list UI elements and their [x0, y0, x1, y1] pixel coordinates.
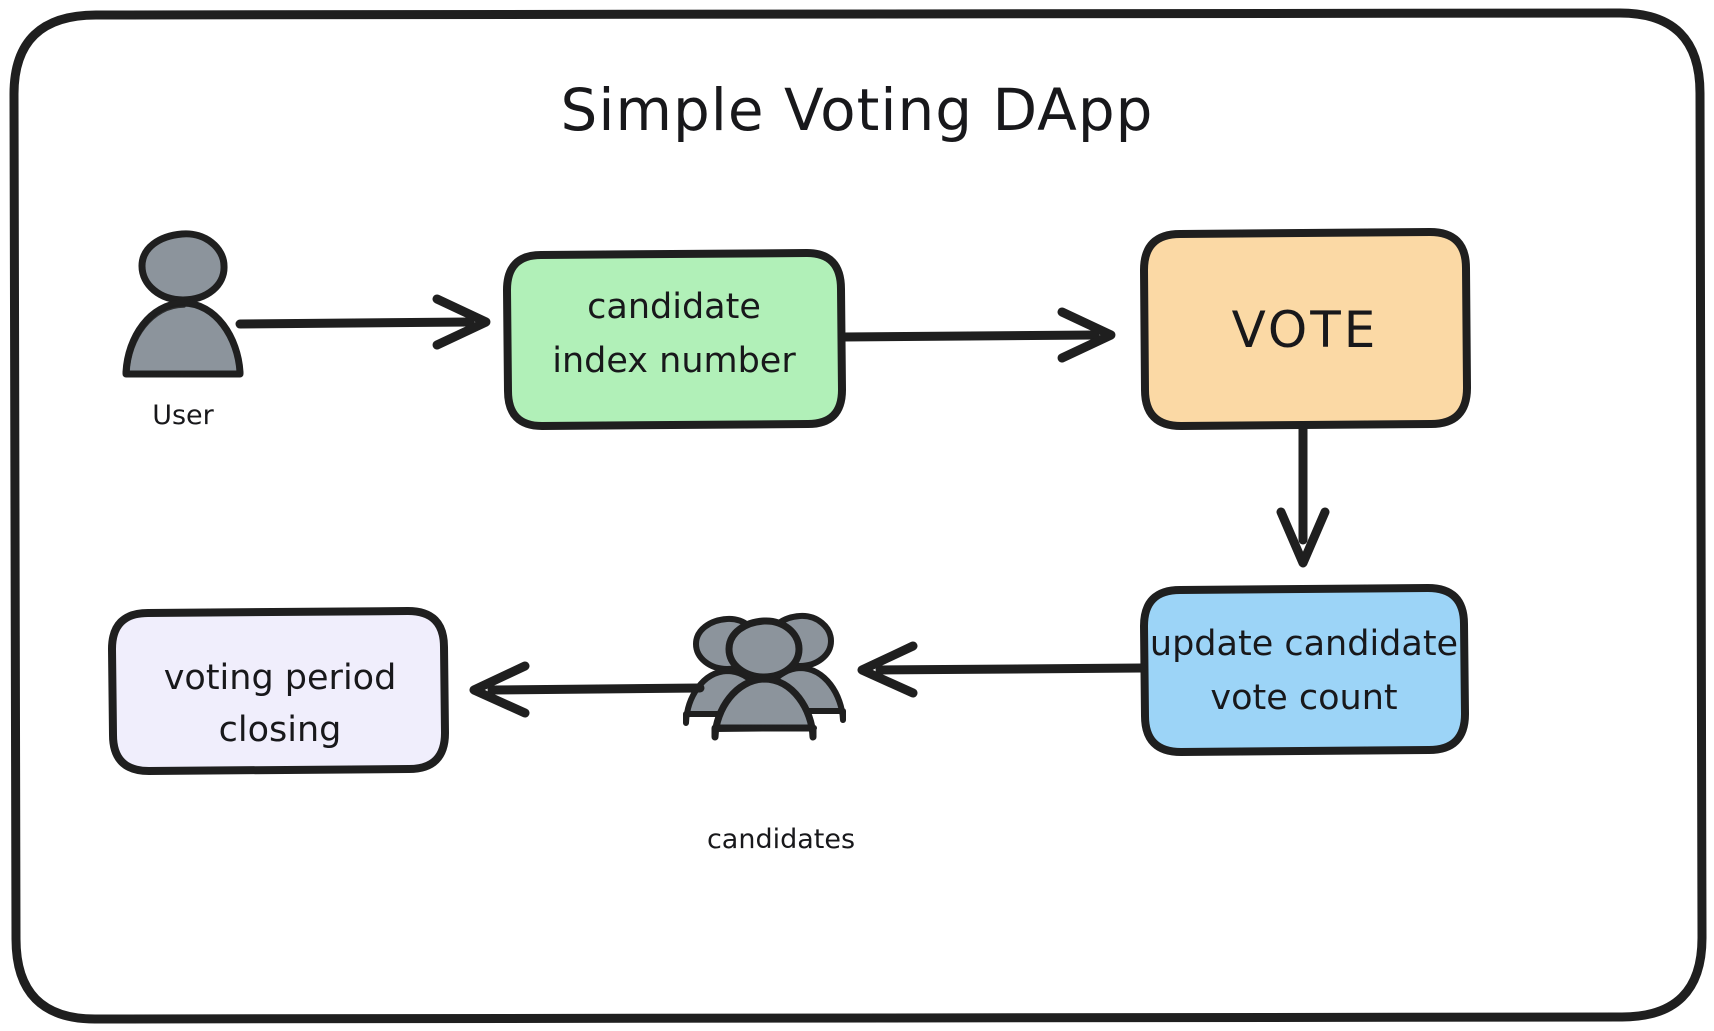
node-voting-period-line2: closing — [219, 710, 342, 750]
node-voting-period-line1: voting period — [164, 658, 397, 698]
node-vote[interactable]: VOTE — [1140, 228, 1471, 430]
people-group-icon — [683, 612, 846, 741]
arrow-vote-to-update-count — [1276, 423, 1330, 568]
user-caption: User — [152, 400, 214, 431]
person-icon — [122, 230, 244, 378]
node-update-vote-count[interactable]: update candidate vote count — [1140, 584, 1469, 756]
page-title-text: Simple Voting DApp — [561, 76, 1154, 144]
node-candidate-index-line1: candidate — [587, 287, 761, 327]
node-vote-label: VOTE — [1232, 301, 1379, 359]
arrow-update-count-to-candidates — [857, 641, 1147, 698]
arrow-user-to-candidate-index — [235, 294, 491, 350]
arrow-candidate-index-to-vote — [838, 307, 1116, 363]
page-title: Simple Voting DApp — [561, 76, 1154, 144]
node-voting-period-closing[interactable]: voting period closing — [108, 607, 449, 775]
candidates-actor: candidates — [683, 612, 855, 855]
user-actor: User — [122, 230, 244, 431]
node-update-vote-count-line1: update candidate — [1150, 624, 1458, 664]
node-candidate-index-line2: index number — [552, 341, 796, 381]
node-update-vote-count-line2: vote count — [1210, 678, 1397, 718]
arrow-candidates-to-voting-period — [469, 661, 705, 718]
node-candidate-index[interactable]: candidate index number — [503, 249, 846, 430]
outer-frame — [9, 8, 1707, 1024]
candidates-caption: candidates — [707, 824, 855, 855]
